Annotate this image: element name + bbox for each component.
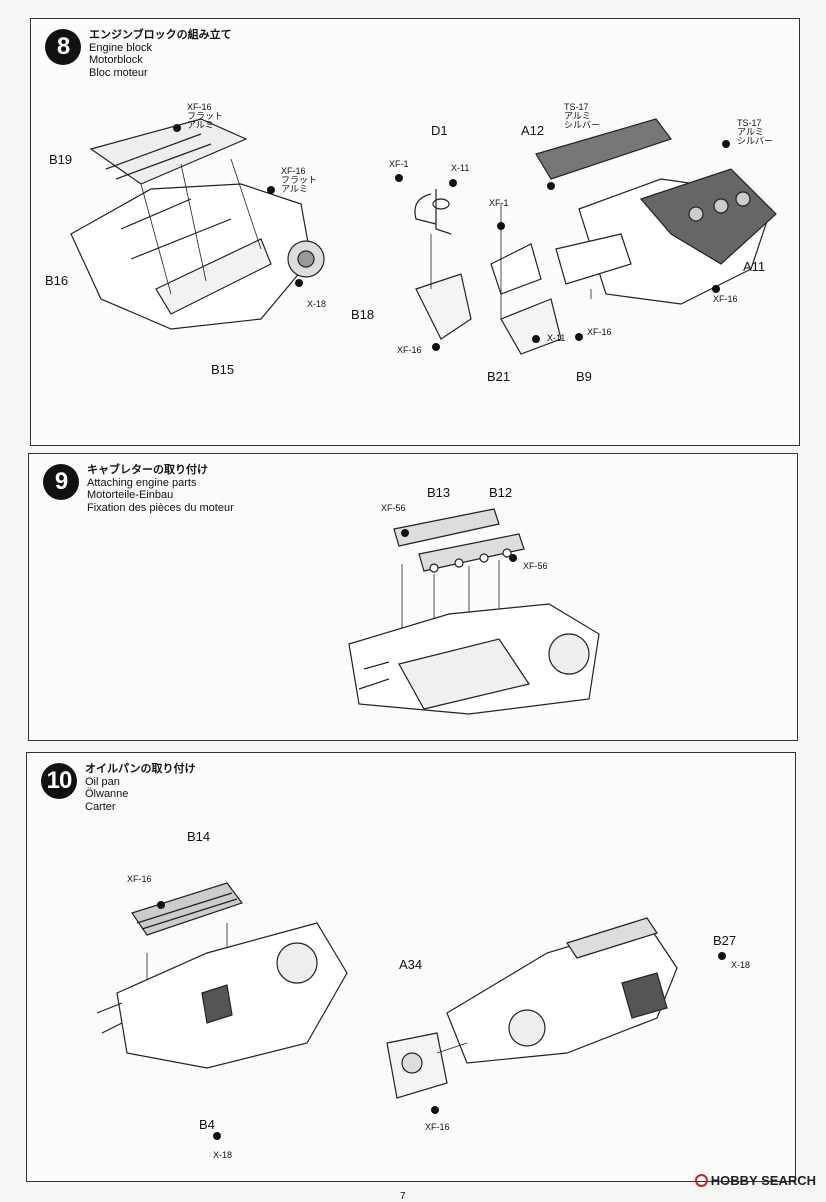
step-10-title-de: Ölwanne <box>85 788 129 800</box>
step-8-engine-drawing <box>70 118 777 355</box>
paint-x18-a: X-18 <box>213 1150 233 1160</box>
part-label-b13: B13 <box>427 485 451 500</box>
paint-x18: X-18 <box>307 299 327 309</box>
part-label-b16: B16 <box>45 273 69 288</box>
step-8-number: 8 <box>45 29 81 65</box>
step-9-number: 9 <box>43 464 79 500</box>
step-8-panel: 8 エンジンブロックの組み立て Engine block Motorblock … <box>30 18 800 446</box>
paint-x18-b: X-18 <box>731 960 751 970</box>
paint-xf1-b: XF-1 <box>489 198 509 208</box>
paint-x11-b: X-11 <box>547 333 566 343</box>
paint-xf56-b: XF-56 <box>523 561 548 571</box>
part-label-d1: D1 <box>431 123 448 138</box>
step-8-title-fr: Bloc moteur <box>89 66 148 79</box>
part-label-b14: B14 <box>187 829 211 844</box>
part-label-b4: B4 <box>199 1117 215 1132</box>
part-label-b21: B21 <box>487 369 511 384</box>
step-10-title-jp: オイルパンの取り付け <box>85 763 196 775</box>
paint-xf16-b: XF-16 <box>425 1122 450 1132</box>
step-10-number: 10 <box>41 763 77 799</box>
part-label-a12: A12 <box>521 123 545 138</box>
step-10-title-en: Oil pan <box>85 775 120 788</box>
step-10-engine-drawing <box>96 882 726 1140</box>
step-9-panel: 9 キャブレターの取り付け Attaching engine parts Mot… <box>28 453 798 741</box>
step-9-header: 9 キャブレターの取り付け Attaching engine parts Mot… <box>43 464 234 514</box>
paint-xf16-e: XF-16 <box>587 327 612 337</box>
step-8-title-jp: エンジンブロックの組み立て <box>89 29 232 41</box>
paint-xf16-c: XF-16 <box>713 294 738 304</box>
paint-xf16-a: XF-16 <box>127 874 152 884</box>
step-8-title-en: Engine block <box>89 41 152 54</box>
hobby-search-logo: HOBBY SEARCH <box>694 1173 816 1188</box>
paint-x11-a: X-11 <box>451 163 470 173</box>
step-10-panel: 10 オイルパンの取り付け Oil pan Ölwanne Carter <box>26 752 796 1182</box>
part-label-b27: B27 <box>713 933 737 948</box>
paint-xf56-a: XF-56 <box>381 503 406 513</box>
part-label-a34: A34 <box>399 957 423 972</box>
paint-xf1-a: XF-1 <box>389 159 409 169</box>
step-9-title-jp: キャブレターの取り付け <box>87 464 208 476</box>
part-label-b12: B12 <box>489 485 513 500</box>
part-label-b18: B18 <box>351 307 375 322</box>
part-label-b19: B19 <box>49 152 73 167</box>
part-label-a11: A11 <box>743 259 766 274</box>
page-number: 7 <box>400 1191 406 1202</box>
paint-xf16-d: XF-16 <box>397 345 422 355</box>
step-9-title-de: Motorteile-Einbau <box>87 489 174 501</box>
step-9-title-fr: Fixation des pièces du moteur <box>87 501 234 514</box>
step-9-title-en: Attaching engine parts <box>87 476 197 489</box>
step-10-title-fr: Carter <box>85 800 116 813</box>
step-9-engine-drawing <box>348 508 600 715</box>
logo-ring-icon <box>694 1174 708 1187</box>
part-label-b15: B15 <box>211 362 235 377</box>
part-label-b9: B9 <box>576 369 592 384</box>
step-10-header: 10 オイルパンの取り付け Oil pan Ölwanne Carter <box>41 763 196 813</box>
step-8-header: 8 エンジンブロックの組み立て Engine block Motorblock … <box>45 29 232 79</box>
step-8-title-de: Motorblock <box>89 54 143 66</box>
brand-text: HOBBY SEARCH <box>710 1173 816 1188</box>
